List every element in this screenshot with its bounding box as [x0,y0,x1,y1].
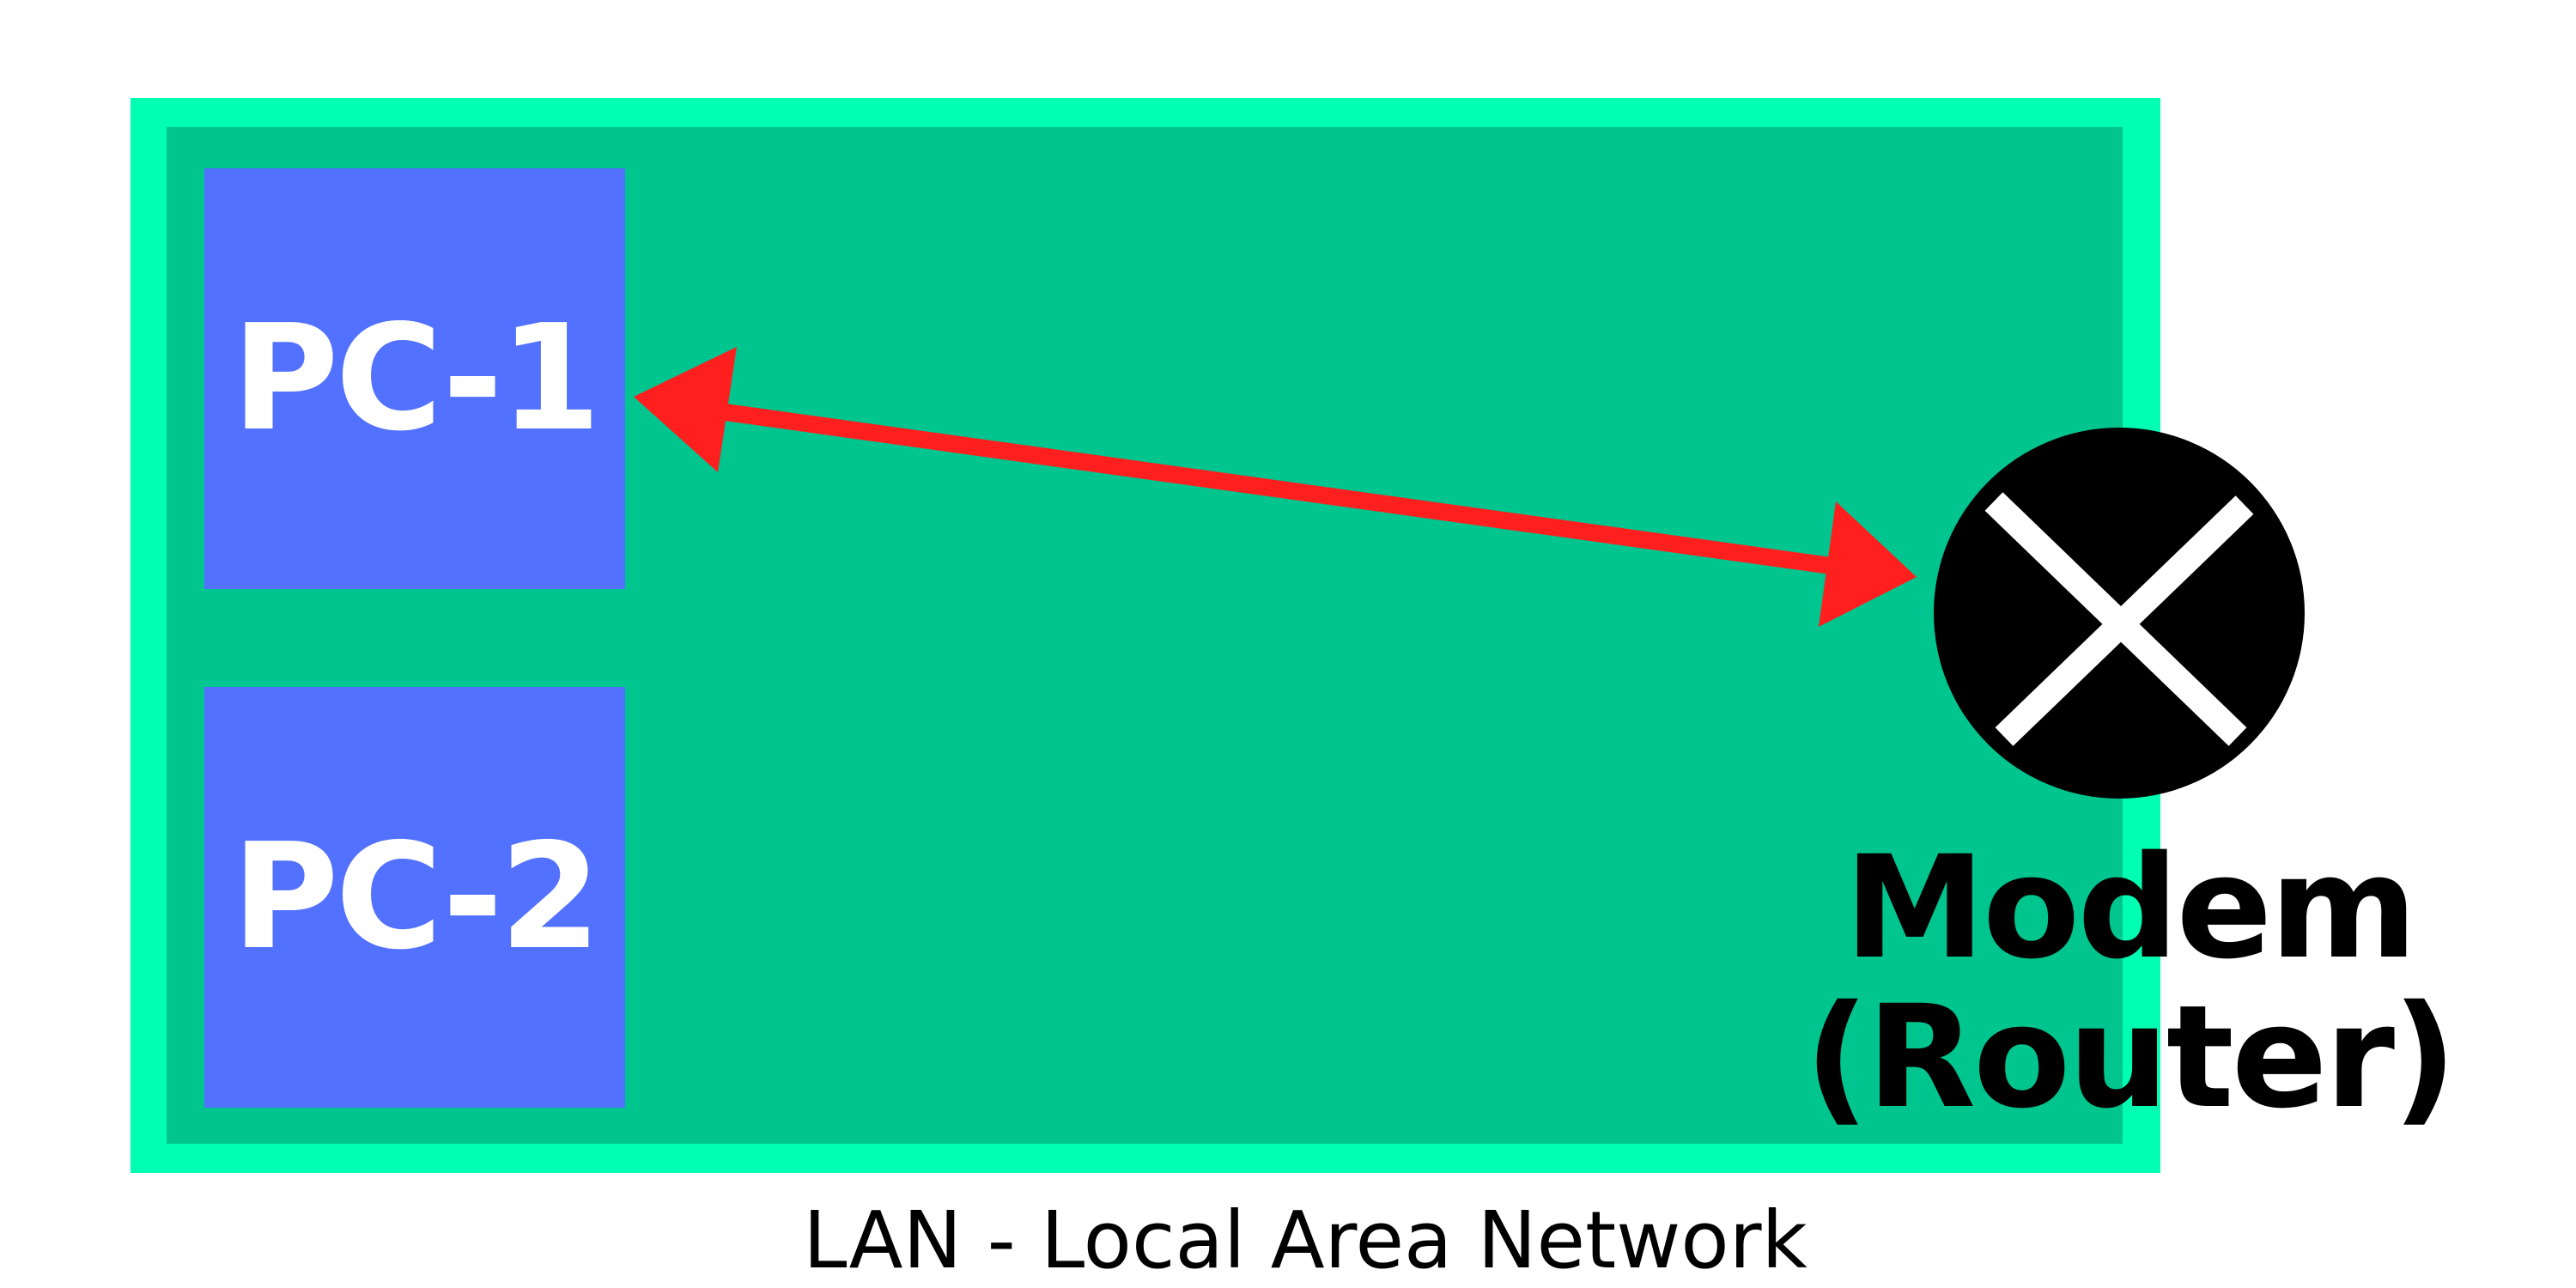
diagram-caption: LAN - Local Area Network [803,1194,1807,1286]
modem-label-line2: (Router) [1804,975,2458,1139]
modem-label-line1: Modem [1844,825,2418,990]
arrow-shaft [711,402,1839,575]
arrow-head-right [1819,501,1917,627]
modem-label: Modem (Router) [1803,825,2458,1139]
modem-node[interactable] [1934,428,2305,799]
pc-1-label: PC-1 [231,294,601,464]
pc-1-node[interactable]: PC-1 [204,168,625,589]
connection-arrow [634,347,1917,627]
pc-2-label: PC-2 [231,812,601,982]
pc-2-node[interactable]: PC-2 [204,687,625,1108]
arrow-head-left [634,347,737,472]
x-cross-icon [1984,492,2254,746]
